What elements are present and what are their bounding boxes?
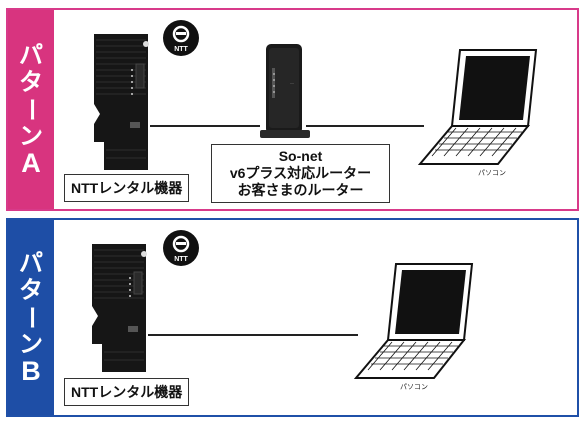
ntt-logo-icon: NTT xyxy=(163,20,199,56)
router-label-line: v6プラス対応ルーター xyxy=(229,165,372,181)
side-char: タ xyxy=(19,277,43,304)
ntt-device-label: NTTレンタル機器 xyxy=(64,378,190,406)
router-label-line: So-net xyxy=(278,148,323,164)
router-label: So-net v6プラス対応ルーター お客さまのルーター xyxy=(211,144,390,203)
side-char: ー xyxy=(17,97,45,122)
connection-line xyxy=(148,334,358,336)
side-char: ン xyxy=(19,123,43,150)
pattern-b-panel: パ タ ー ン B NTT NTTレンタル機器 xyxy=(6,218,579,417)
connection-line xyxy=(150,125,260,127)
laptop-icon xyxy=(353,263,474,379)
side-char: B xyxy=(21,356,41,386)
connection-line xyxy=(306,125,424,127)
onu-device-icon xyxy=(92,244,147,372)
side-char: タ xyxy=(19,69,43,96)
laptop-icon xyxy=(417,49,538,165)
side-char: A xyxy=(21,148,41,178)
router-label-line: お客さまのルーター xyxy=(237,182,364,198)
side-char: パ xyxy=(19,42,43,69)
pattern-b-side-label: パ タ ー ン B xyxy=(8,220,54,415)
pc-label: パソコン xyxy=(400,384,428,391)
pc-label: パソコン xyxy=(478,170,506,177)
onu-device-icon xyxy=(94,34,149,170)
ntt-badge-text: NTT xyxy=(174,46,188,53)
side-char: パ xyxy=(19,250,43,277)
pattern-a-side-label: パ タ ー ン A xyxy=(8,10,54,209)
router-icon: — xyxy=(260,44,310,138)
svg-text:—: — xyxy=(290,80,294,85)
ntt-badge-text: NTT xyxy=(174,256,188,263)
ntt-device-label: NTTレンタル機器 xyxy=(64,174,190,202)
side-char: ン xyxy=(19,331,43,358)
ntt-logo-icon: NTT xyxy=(163,230,199,266)
side-char: ー xyxy=(17,305,45,330)
pattern-a-panel: パ タ ー ン A NTT NTTレンタル機器 — xyxy=(6,8,579,211)
